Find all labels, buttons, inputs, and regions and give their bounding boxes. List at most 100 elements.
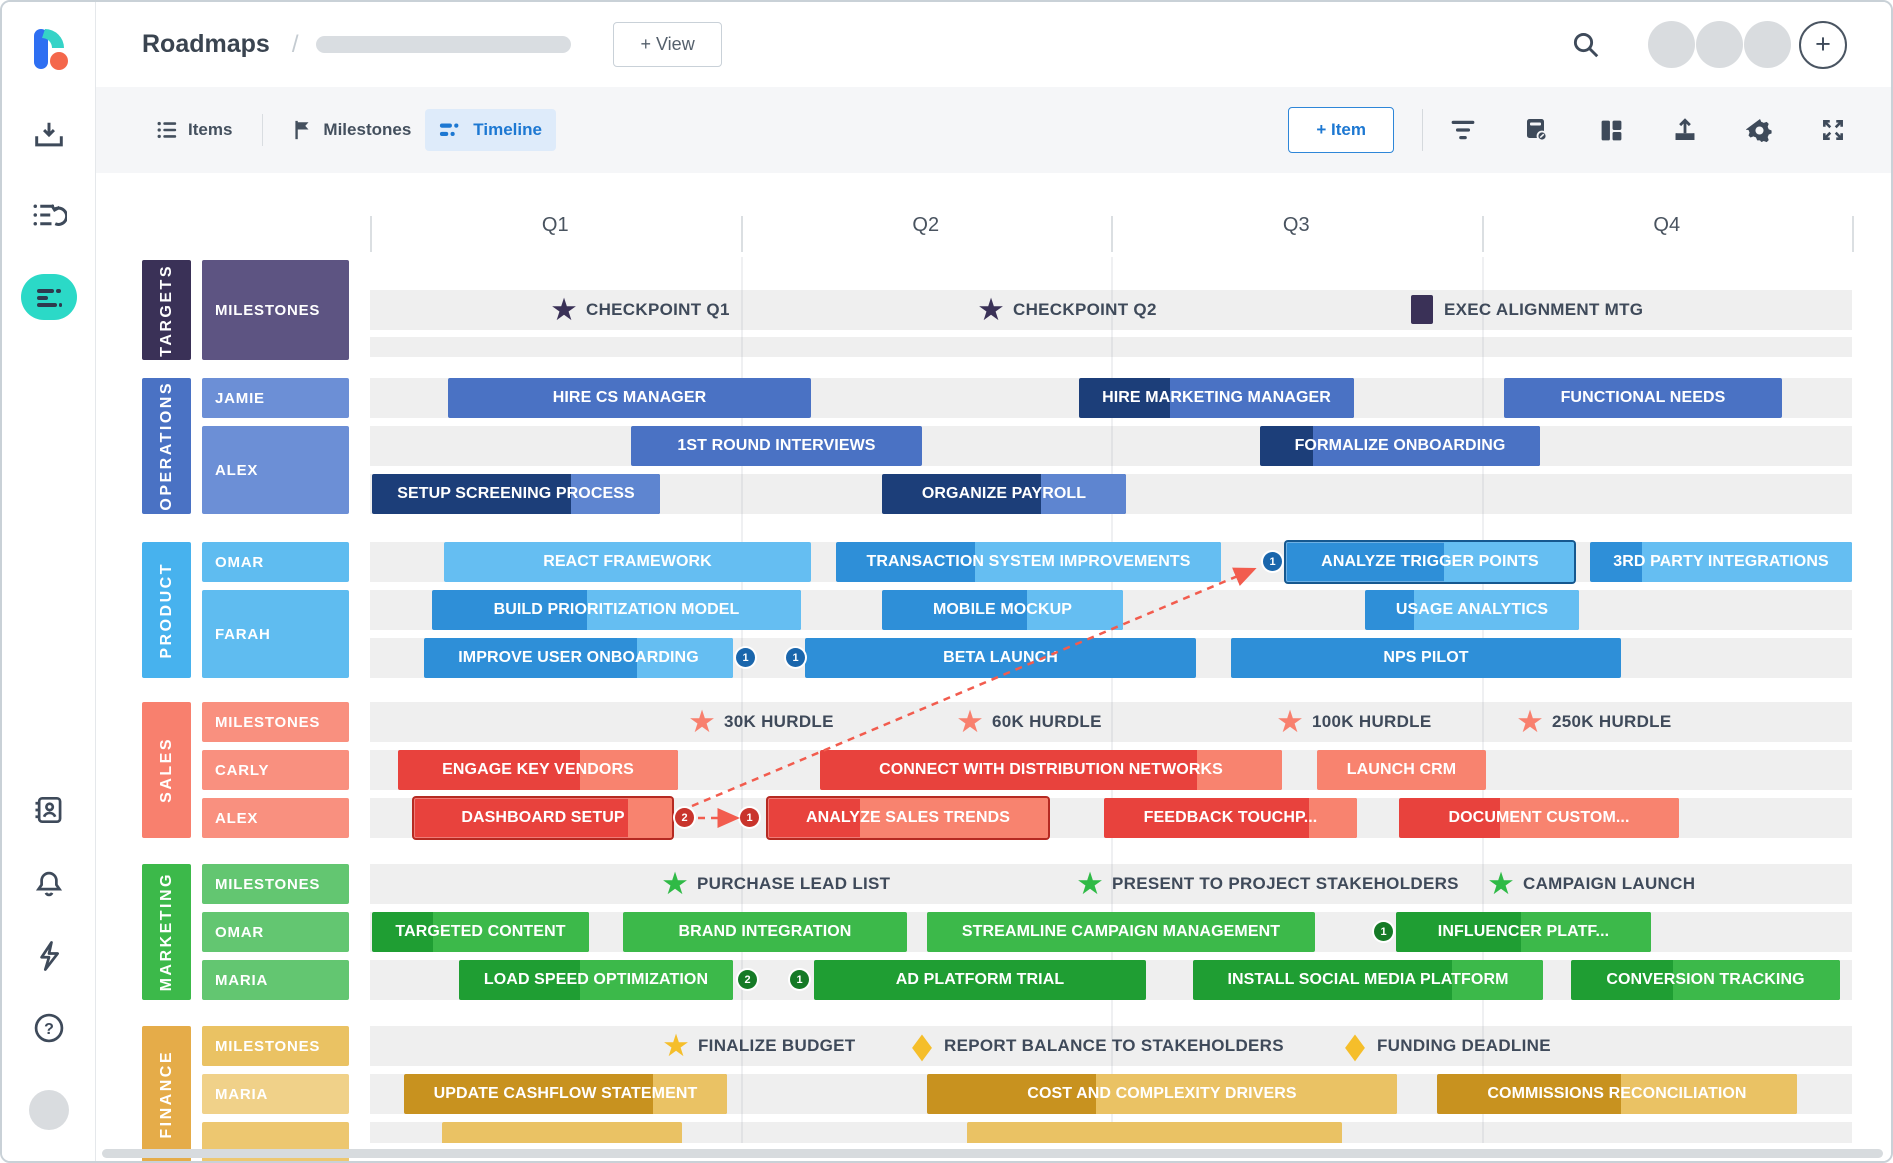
timeline-bar[interactable]: HIRE MARKETING MANAGER <box>1079 378 1354 418</box>
timeline-bar[interactable]: TRANSACTION SYSTEM IMPROVEMENTS <box>836 542 1221 582</box>
milestone-star-icon[interactable]: ★ <box>550 292 578 328</box>
milestone-diamond-icon[interactable]: ◆ <box>1345 1025 1365 1067</box>
timeline-bar[interactable]: BUILD PRIORITIZATION MODEL <box>432 590 801 630</box>
timeline-bar[interactable]: 3RD PARTY INTEGRATIONS <box>1590 542 1852 582</box>
timeline-bar[interactable]: INSTALL SOCIAL MEDIA PLATFORM <box>1193 960 1543 1000</box>
search-button[interactable] <box>1571 30 1601 60</box>
quarter-tick <box>1111 216 1113 252</box>
timeline-bar[interactable]: NPS PILOT <box>1231 638 1621 678</box>
timeline-bar[interactable]: AD PLATFORM TRIAL <box>814 960 1146 1000</box>
add-item-button[interactable]: + Item <box>1288 107 1394 153</box>
milestone-star-icon[interactable]: ★ <box>1487 866 1515 902</box>
timeline-bar[interactable]: ORGANIZE PAYROLL <box>882 474 1126 514</box>
sidebar-item-contacts[interactable] <box>33 795 65 825</box>
timeline-bar[interactable]: ENGAGE KEY VENDORS <box>398 750 678 790</box>
layout-button[interactable] <box>1597 116 1625 144</box>
timeline-bar[interactable]: FUNCTIONAL NEEDS <box>1504 378 1782 418</box>
timeline-bar[interactable]: 1ST ROUND INTERVIEWS <box>631 426 922 466</box>
sidebar-item-backlog[interactable] <box>31 200 67 230</box>
filter-button[interactable] <box>1449 116 1477 144</box>
timeline-bar[interactable]: LOAD SPEED OPTIMIZATION <box>459 960 733 1000</box>
milestone-star-icon[interactable]: ★ <box>1076 866 1104 902</box>
user-avatar[interactable] <box>1648 21 1695 68</box>
sidebar-item-notifications[interactable] <box>33 868 65 898</box>
dependency-badge[interactable]: 2 <box>675 808 694 827</box>
timeline-bar[interactable]: SETUP SCREENING PROCESS <box>372 474 660 514</box>
milestone-star-icon[interactable]: ★ <box>956 704 984 740</box>
roadmunk-logo-icon <box>33 29 68 70</box>
timeline-bar[interactable]: INFLUENCER PLATF... <box>1396 912 1651 952</box>
timeline-bar[interactable]: BETA LAUNCH <box>805 638 1196 678</box>
export-button[interactable] <box>1671 116 1699 144</box>
tab-timeline[interactable]: Timeline <box>425 109 556 151</box>
timeline-bar[interactable]: MOBILE MOCKUP <box>882 590 1123 630</box>
sublane-label: JAMIE <box>202 378 349 418</box>
timeline-bar[interactable]: IMPROVE USER ONBOARDING <box>424 638 733 678</box>
timeline-bar[interactable]: STREAMLINE CAMPAIGN MANAGEMENT <box>927 912 1315 952</box>
row-band <box>370 426 1852 466</box>
timeline-bar[interactable]: BRAND INTEGRATION <box>623 912 907 952</box>
milestone-star-icon[interactable]: ★ <box>688 704 716 740</box>
milestone-diamond-icon[interactable]: ◆ <box>912 1025 932 1067</box>
timeline-bar[interactable]: UPDATE CASHFLOW STATEMENT <box>404 1074 727 1114</box>
dependency-badge[interactable]: 1 <box>1374 922 1393 941</box>
timeline-bar[interactable]: FEEDBACK TOUCHP... <box>1104 798 1357 838</box>
bar-progress-segment <box>1169 378 1354 418</box>
milestone-label: FINALIZE BUDGET <box>698 1036 856 1055</box>
sidebar-item-import[interactable] <box>33 120 65 150</box>
quarter-tick <box>1481 216 1484 252</box>
timeline-bar[interactable]: USAGE ANALYTICS <box>1365 590 1579 630</box>
horizontal-scrollbar[interactable] <box>102 1149 1883 1158</box>
timeline-bar[interactable]: HIRE CS MANAGER <box>448 378 811 418</box>
row-band <box>370 337 1852 357</box>
dependency-badge[interactable]: 1 <box>740 808 759 827</box>
tab-items[interactable]: Items <box>142 108 246 152</box>
timeline-bar[interactable]: ANALYZE SALES TRENDS <box>768 798 1048 838</box>
dependency-badge[interactable]: 1 <box>736 648 755 667</box>
user-avatar[interactable] <box>1744 21 1791 68</box>
dependency-badge[interactable]: 1 <box>786 648 805 667</box>
add-view-button[interactable]: + View <box>613 22 722 67</box>
timeline-bar[interactable]: DOCUMENT CUSTOM... <box>1399 798 1679 838</box>
milestone-label: 100K HURDLE <box>1312 712 1432 731</box>
dependency-badge[interactable]: 1 <box>790 970 809 989</box>
sidebar-item-timeline-active[interactable] <box>20 274 77 320</box>
sidebar-item-quick-actions[interactable] <box>35 940 63 972</box>
dependency-badge[interactable]: 2 <box>738 970 757 989</box>
milestone-label: PURCHASE LEAD LIST <box>697 874 891 893</box>
timeline-bar[interactable]: LAUNCH CRM <box>1317 750 1486 790</box>
timeline-bar[interactable]: REACT FRAMEWORK <box>444 542 811 582</box>
timeline-bar[interactable]: DASHBOARD SETUP <box>414 798 672 838</box>
user-avatar[interactable] <box>1696 21 1743 68</box>
timeline-bar[interactable]: FORMALIZE ONBOARDING <box>1260 426 1540 466</box>
quarter-tick <box>1852 216 1854 252</box>
milestone-star-icon[interactable]: ★ <box>662 1028 690 1064</box>
fullscreen-button[interactable] <box>1819 116 1847 144</box>
milestone-square-icon[interactable] <box>1411 295 1433 324</box>
sidebar-user-avatar[interactable] <box>28 1090 69 1130</box>
roadmap-name-placeholder[interactable] <box>316 36 572 53</box>
timeline-bar[interactable]: CONNECT WITH DISTRIBUTION NETWORKS <box>820 750 1282 790</box>
bar-progress-segment <box>652 1074 727 1114</box>
quarter-label: Q2 <box>912 214 940 236</box>
milestone-star-icon[interactable]: ★ <box>1516 704 1544 740</box>
app-logo[interactable] <box>23 22 75 74</box>
settings-button[interactable] <box>1745 116 1773 144</box>
invite-user-button[interactable]: + <box>1799 20 1847 69</box>
row-band <box>370 290 1852 330</box>
milestone-star-icon[interactable]: ★ <box>661 866 689 902</box>
sidebar-item-help[interactable]: ? <box>33 1012 65 1044</box>
dependency-badge[interactable]: 1 <box>1263 552 1282 571</box>
timeline-bar[interactable]: COST AND COMPLEXITY DRIVERS <box>927 1074 1397 1114</box>
timeline-bar[interactable]: CONVERSION TRACKING <box>1571 960 1840 1000</box>
quarter-tick <box>740 216 743 252</box>
bar-progress-segment <box>1444 542 1574 582</box>
tab-milestones[interactable]: Milestones <box>279 108 425 152</box>
timeline-bar[interactable]: TARGETED CONTENT <box>372 912 589 952</box>
timeline-bar[interactable]: ANALYZE TRIGGER POINTS <box>1286 542 1574 582</box>
timeline-bar[interactable]: COMMISSIONS RECONCILIATION <box>1437 1074 1797 1114</box>
milestone-star-icon[interactable]: ★ <box>977 292 1005 328</box>
card-settings-button[interactable] <box>1523 116 1551 144</box>
milestone-star-icon[interactable]: ★ <box>1276 704 1304 740</box>
